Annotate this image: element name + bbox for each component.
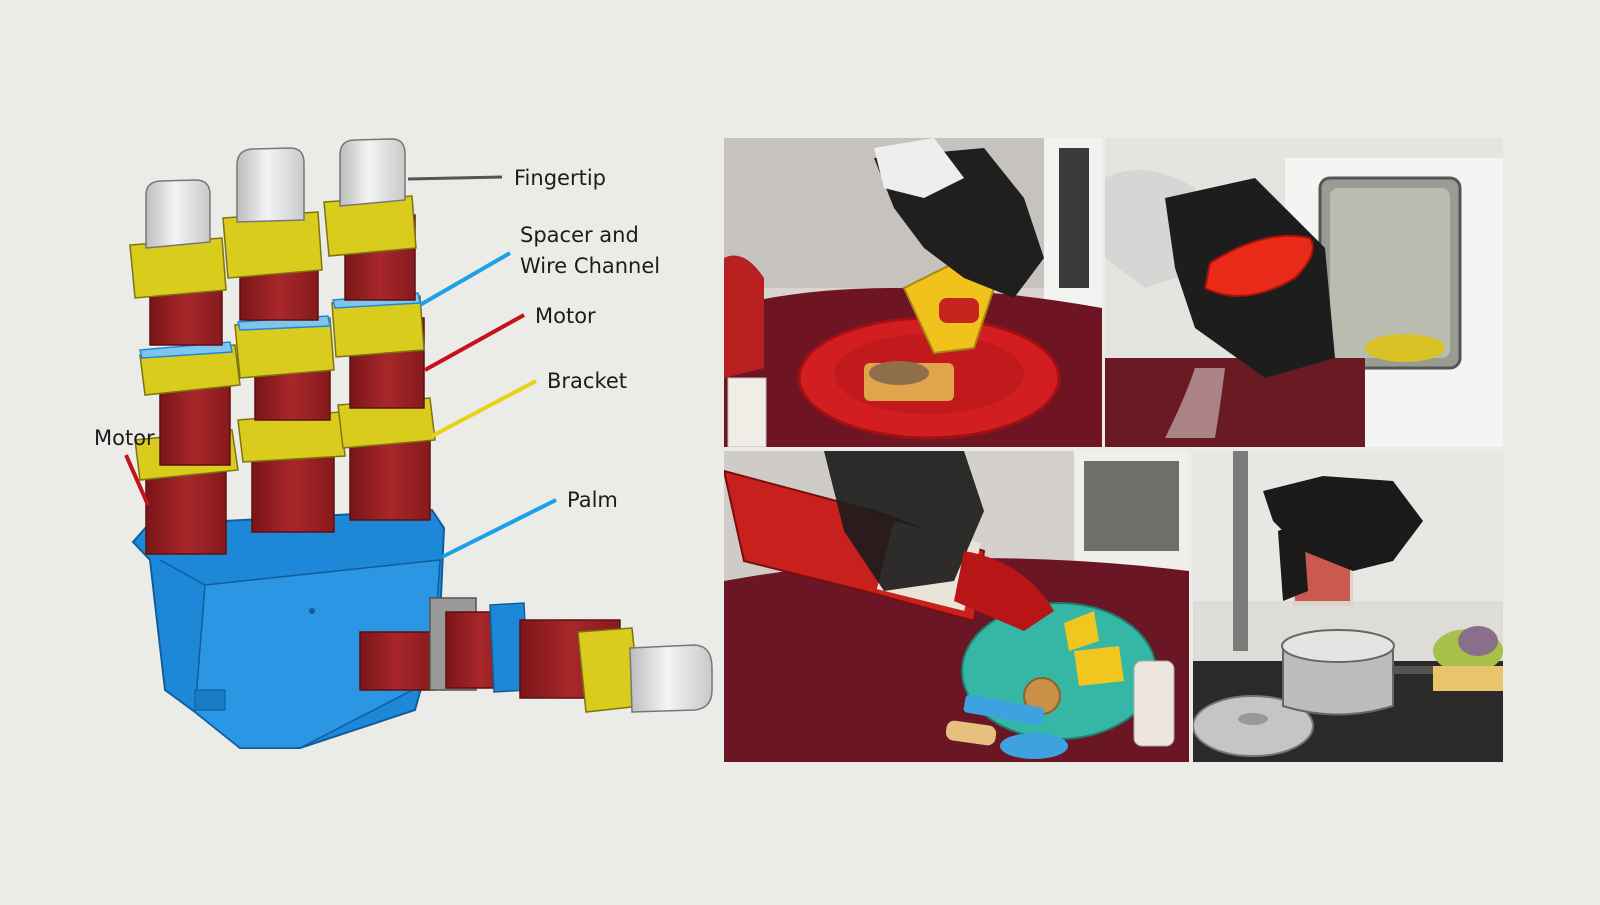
- hand-cad-illustration: [124, 138, 713, 749]
- label-fingertip: Fingertip: [514, 166, 606, 190]
- label-spacer-line1: Spacer and: [520, 223, 639, 247]
- label-bracket: Bracket: [547, 369, 628, 393]
- photo-extinguisher: [724, 451, 1189, 762]
- finger-2: [222, 147, 346, 533]
- leader-palm: [441, 498, 557, 559]
- photo-toast: [724, 138, 1102, 447]
- finger-1: [129, 179, 241, 555]
- leader-motor: [424, 313, 525, 372]
- label-spacer-line2: Wire Channel: [520, 254, 661, 278]
- label-motor: Motor: [535, 304, 596, 328]
- leader-fingertip: [407, 175, 503, 181]
- thumb: [359, 597, 713, 713]
- label-motor-thumb: Motor: [94, 426, 155, 450]
- leader-motor-thumb: [124, 454, 150, 506]
- palm-part: [131, 508, 446, 749]
- leader-bracket: [431, 379, 537, 438]
- label-palm: Palm: [567, 488, 618, 512]
- finger-3: [323, 138, 436, 521]
- leader-spacer: [418, 251, 512, 307]
- photo-pot: [1193, 451, 1503, 762]
- photo-microwave: [1105, 138, 1503, 447]
- hand-diagram: Fingertip Spacer and Wire Channel Motor …: [0, 0, 720, 900]
